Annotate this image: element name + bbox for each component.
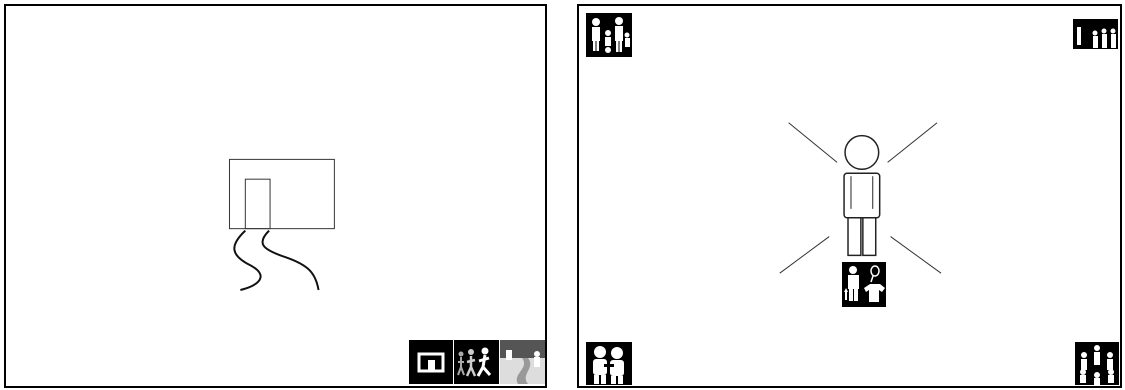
ray-bottom-right	[891, 237, 941, 274]
walking-people-button[interactable]	[454, 340, 499, 384]
family-button[interactable]	[586, 13, 632, 57]
home-button[interactable]	[409, 340, 453, 384]
person-drawing	[579, 6, 1120, 386]
ray-bottom-left	[780, 237, 829, 274]
doorway-people-icon	[1073, 13, 1118, 57]
group-circle-icon	[1075, 342, 1119, 385]
person-torso	[844, 173, 880, 218]
path-scene-button[interactable]	[500, 340, 545, 384]
door-outline	[245, 179, 270, 228]
path-line-left	[234, 231, 260, 290]
family-icon	[586, 13, 632, 57]
path-scene-icon	[500, 340, 545, 384]
getting-dressed-button[interactable]	[842, 262, 886, 307]
doorway-people-button[interactable]	[1073, 13, 1118, 57]
person-head	[845, 136, 879, 170]
group-circle-button[interactable]	[1075, 342, 1119, 385]
right-scene-panel	[577, 4, 1122, 388]
left-scene-panel	[4, 4, 547, 388]
ray-top-left	[789, 123, 837, 163]
getting-dressed-icon	[842, 262, 886, 307]
friends-hug-button[interactable]	[586, 342, 632, 385]
walking-people-icon	[454, 340, 499, 384]
ray-top-right	[888, 123, 937, 163]
person-leg-right	[863, 218, 876, 256]
path-line-right	[262, 231, 318, 290]
person-leg-left	[848, 218, 861, 256]
home-icon	[409, 340, 453, 384]
house-path-drawing	[6, 6, 545, 386]
friends-hug-icon	[586, 342, 632, 385]
